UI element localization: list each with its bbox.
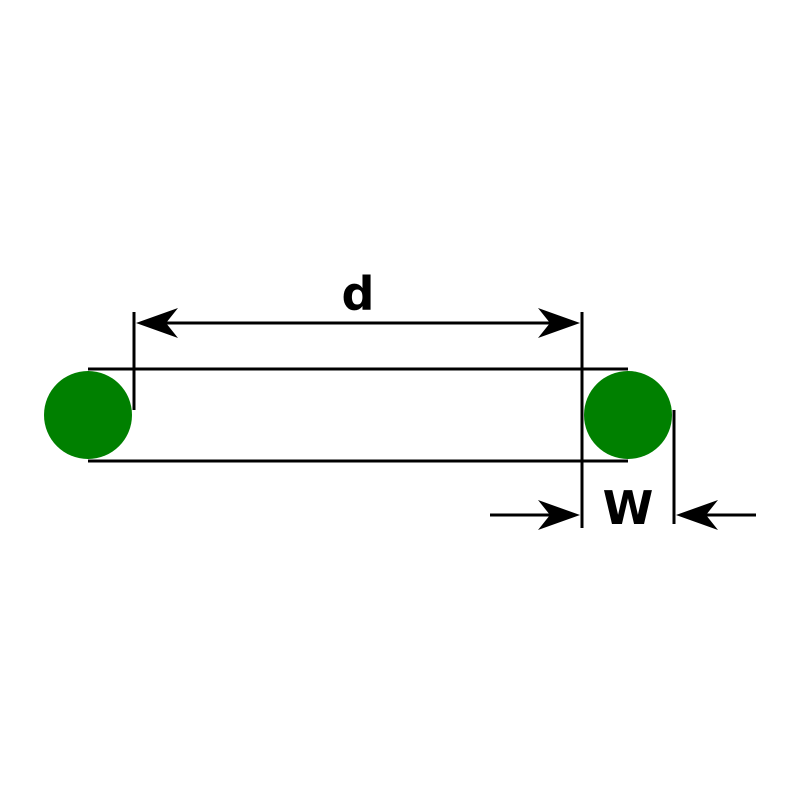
w-arrowhead-left	[538, 500, 580, 530]
d-label: d	[342, 267, 375, 321]
left-seal-cross-section	[44, 371, 132, 459]
d-arrowhead-right	[538, 308, 580, 338]
right-seal-cross-section	[584, 371, 672, 459]
w-arrowhead-right	[676, 500, 718, 530]
w-label: W	[603, 481, 654, 535]
d-arrowhead-left	[136, 308, 178, 338]
